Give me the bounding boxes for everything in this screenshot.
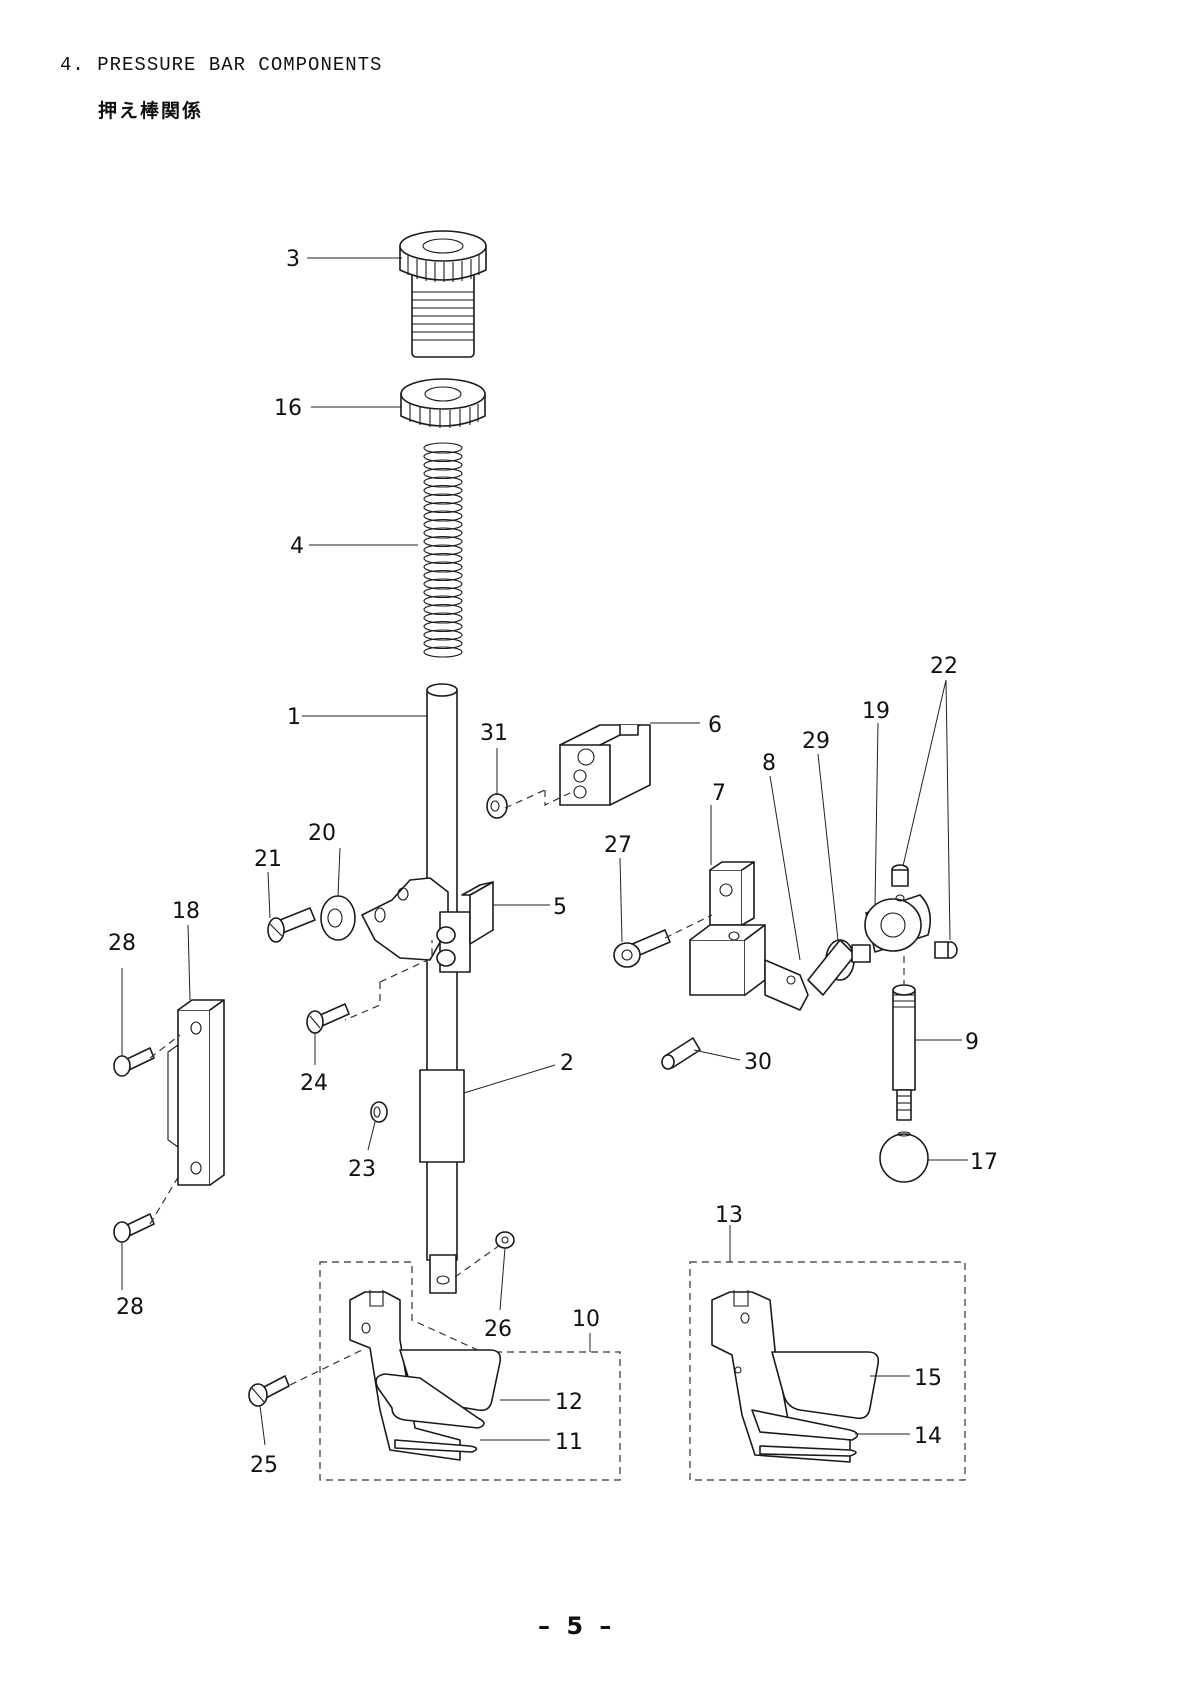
part-8-crank xyxy=(764,959,809,1011)
part-22-set-screws xyxy=(891,864,958,959)
part-5-guide-bracket xyxy=(361,877,494,973)
label-29: 29 xyxy=(802,729,830,754)
spring-coil xyxy=(423,476,463,488)
part-10-presser-foot-assembly xyxy=(319,1261,621,1481)
label-19: 19 xyxy=(862,699,890,724)
label-22: 22 xyxy=(930,654,958,679)
spring-coil xyxy=(423,603,463,616)
label-21: 21 xyxy=(254,847,282,872)
part-13-presser-foot-assembly xyxy=(689,1261,966,1481)
part-24-screw xyxy=(306,1003,350,1034)
spring-coil xyxy=(423,595,463,607)
part-28-screw-lower xyxy=(113,1213,155,1243)
spring-coil xyxy=(423,586,463,599)
spring-coil xyxy=(423,612,463,624)
part-20-washer xyxy=(320,895,356,941)
label-6: 6 xyxy=(708,713,722,738)
part-25-screw xyxy=(248,1375,290,1407)
spring-coil xyxy=(423,510,463,522)
spring-coil xyxy=(423,527,463,539)
part-17-ball xyxy=(879,1131,929,1183)
label-3: 3 xyxy=(286,247,300,272)
label-13: 13 xyxy=(715,1203,743,1228)
part-23-set-screw xyxy=(370,1101,388,1123)
label-5: 5 xyxy=(553,895,567,920)
part-27-screw xyxy=(613,929,671,968)
page-number: – 5 – xyxy=(538,1612,616,1640)
label-25: 25 xyxy=(250,1453,278,1478)
page-title: 4. PRESSURE BAR COMPONENTS xyxy=(60,54,383,76)
spring-coil xyxy=(423,450,463,463)
spring-coil xyxy=(423,629,463,641)
label-26: 26 xyxy=(484,1317,512,1342)
part-4-pressure-spring xyxy=(423,442,463,658)
part-18-plate xyxy=(167,999,225,1186)
label-28-lower: 28 xyxy=(116,1295,144,1320)
part-31-set-screw xyxy=(486,793,508,819)
spring-coil xyxy=(423,552,463,565)
part-labels: 3 16 4 1 5 6 31 7 8 29 19 22 9 17 30 27 … xyxy=(108,247,998,1478)
label-14: 14 xyxy=(914,1424,942,1449)
spring-coil xyxy=(423,442,463,454)
part-21-screw xyxy=(267,907,316,943)
spring-coil xyxy=(423,459,463,471)
label-27: 27 xyxy=(604,833,632,858)
part-6-block xyxy=(559,724,651,806)
part-29-collar xyxy=(807,939,871,996)
part-30-pin xyxy=(661,1037,701,1070)
spring-coil xyxy=(423,535,463,548)
spring-coil xyxy=(423,620,463,633)
label-31: 31 xyxy=(480,721,508,746)
label-2: 2 xyxy=(560,1051,574,1076)
label-30: 30 xyxy=(744,1050,772,1075)
part-9-stud xyxy=(892,984,916,1121)
label-17: 17 xyxy=(970,1150,998,1175)
label-12: 12 xyxy=(555,1390,583,1415)
spring-coil xyxy=(423,484,463,497)
label-4: 4 xyxy=(290,534,304,559)
spring-coil xyxy=(423,467,463,480)
label-23: 23 xyxy=(348,1157,376,1182)
label-20: 20 xyxy=(308,821,336,846)
spring-coil xyxy=(423,501,463,514)
label-8: 8 xyxy=(762,751,776,776)
label-9: 9 xyxy=(965,1030,979,1055)
spring-coil xyxy=(423,493,463,505)
label-24: 24 xyxy=(300,1071,328,1096)
label-1: 1 xyxy=(287,705,301,730)
assembly-dashed-lines xyxy=(149,789,905,1386)
spring-coil xyxy=(423,569,463,582)
spring-coil xyxy=(423,544,463,556)
label-7: 7 xyxy=(712,781,726,806)
label-10: 10 xyxy=(572,1307,600,1332)
part-1-pressure-bar xyxy=(419,683,465,1294)
label-11: 11 xyxy=(555,1430,583,1455)
spring-coil xyxy=(423,578,463,590)
label-28-upper: 28 xyxy=(108,931,136,956)
part-16-lock-nut xyxy=(400,378,486,428)
spring-coil xyxy=(423,518,463,531)
part-3-adjusting-screw xyxy=(399,230,487,358)
label-15: 15 xyxy=(914,1366,942,1391)
part-19-collar xyxy=(864,894,931,953)
part-7-bracket xyxy=(689,861,766,996)
spring-coil xyxy=(423,561,463,573)
spring-coil xyxy=(423,637,463,650)
label-16: 16 xyxy=(274,396,302,421)
label-18: 18 xyxy=(172,899,200,924)
leader-lines xyxy=(121,257,968,1446)
page-subtitle: 押え棒関係 xyxy=(98,100,204,122)
part-28-screw-upper xyxy=(113,1047,155,1077)
spring-coil xyxy=(423,646,463,658)
